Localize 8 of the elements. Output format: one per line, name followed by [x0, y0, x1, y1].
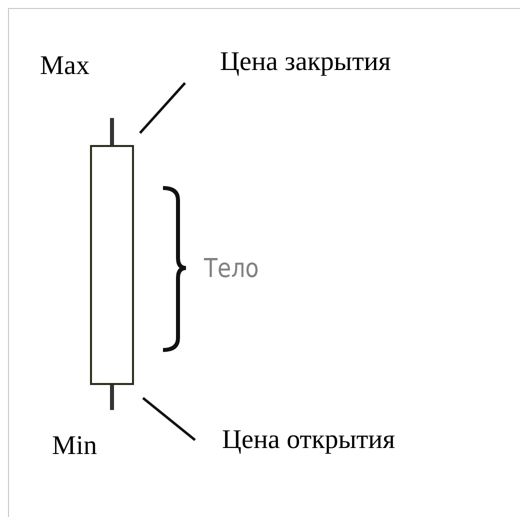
- price-label: Цена закрытия: [220, 46, 391, 76]
- leader-line: [142, 397, 196, 441]
- price-label: Цена открытия: [222, 424, 396, 454]
- body-label: Тело: [204, 256, 259, 282]
- extreme-label: Min: [52, 432, 98, 459]
- leader-line: [139, 82, 186, 134]
- candle-body: [90, 145, 134, 385]
- extreme-label: Max: [40, 52, 90, 79]
